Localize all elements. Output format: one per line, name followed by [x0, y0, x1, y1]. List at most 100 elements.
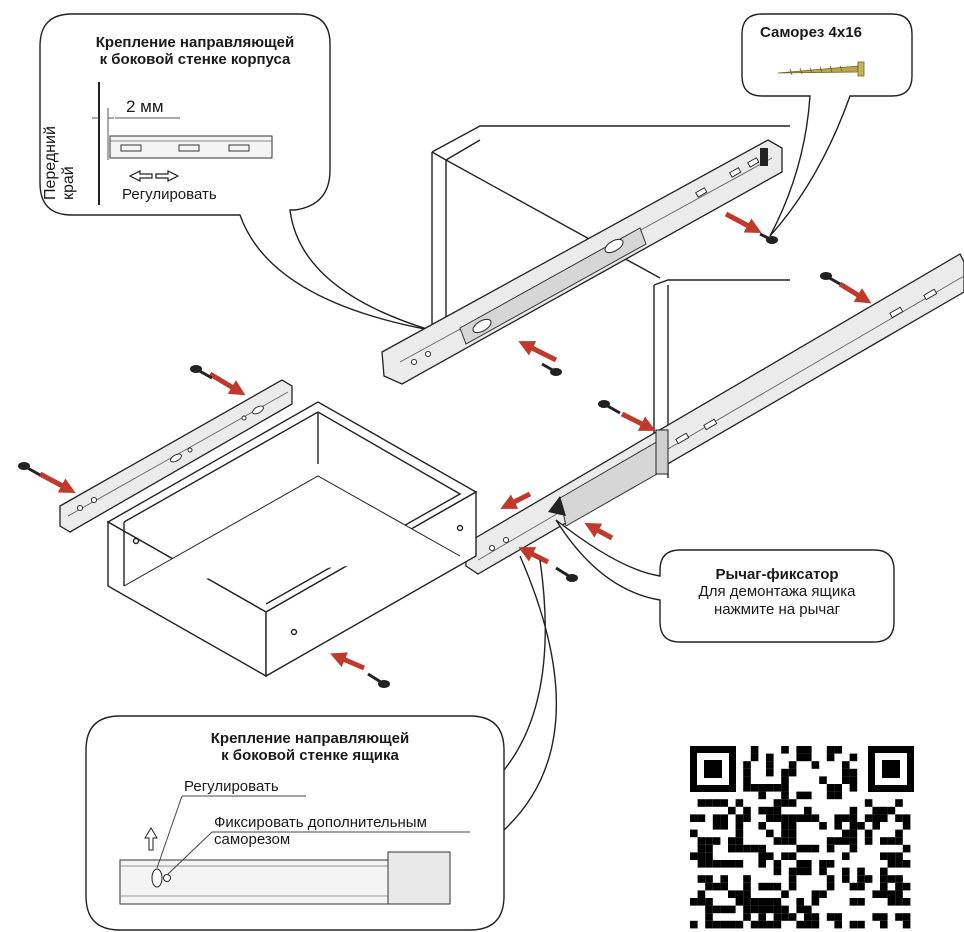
- qr-module: [705, 905, 713, 914]
- qr-module: [849, 837, 858, 845]
- qr-module: [773, 920, 782, 929]
- qr-module: [819, 890, 827, 898]
- qr-module: [796, 746, 804, 754]
- qr-module: [690, 852, 698, 860]
- qr-module: [728, 844, 736, 853]
- qr-module: [728, 905, 736, 914]
- qr-module: [728, 920, 736, 929]
- qr-module: [842, 814, 850, 822]
- qr-module: [880, 890, 888, 898]
- qr-module: [743, 806, 751, 815]
- qr-module: [773, 905, 782, 914]
- qr-module: [849, 829, 858, 838]
- qr-module: [773, 898, 782, 906]
- drawer-callout-title-line2: к боковой стенке ящика: [221, 747, 399, 765]
- qr-module: [758, 860, 766, 868]
- qr-module: [705, 913, 713, 921]
- qr-module: [705, 837, 713, 845]
- qr-module: [788, 799, 797, 807]
- qr-module: [720, 905, 728, 914]
- qr-module: [750, 746, 759, 754]
- qr-module: [705, 875, 713, 883]
- drawer-callout-title: Крепление направляющей к боковой стенке …: [150, 730, 470, 765]
- qr-module: [697, 799, 706, 807]
- qr-module: [887, 852, 896, 860]
- qr-module: [712, 837, 721, 845]
- qr-module: [720, 875, 728, 883]
- qr-module: [705, 799, 713, 807]
- qr-module: [796, 867, 804, 876]
- qr-module: [796, 753, 804, 762]
- qr-module: [849, 898, 858, 906]
- callout-lever-bubble: [555, 519, 895, 643]
- qr-module: [781, 768, 789, 777]
- qr-module: [728, 806, 736, 815]
- drawer-rail: [59, 379, 293, 533]
- qr-module: [712, 822, 721, 830]
- qr-module: [880, 920, 888, 929]
- qr-module: [712, 882, 721, 891]
- qr-module: [811, 920, 820, 929]
- qr-module: [895, 852, 903, 860]
- qr-module: [834, 814, 842, 822]
- qr-module: [796, 814, 804, 822]
- qr-module: [720, 882, 728, 891]
- qr-module: [834, 822, 842, 830]
- qr-module: [720, 822, 728, 830]
- qr-module: [697, 860, 706, 868]
- qr-module: [826, 753, 835, 762]
- qr-module: [880, 814, 888, 822]
- qr-module: [735, 898, 744, 906]
- qr-module: [857, 875, 865, 883]
- qr-module: [826, 844, 835, 853]
- lever-callout-line2: нажмите на рычаг: [713, 600, 841, 618]
- qr-module: [697, 890, 706, 898]
- qr-module: [826, 882, 835, 891]
- qr-module: [766, 898, 774, 906]
- qr-module: [819, 822, 827, 830]
- qr-module: [750, 905, 759, 914]
- qr-module: [902, 913, 911, 921]
- qr-module: [880, 913, 888, 921]
- qr-module: [788, 837, 797, 845]
- lever-callout-line1: Для демонтажа ящика: [698, 583, 856, 601]
- qr-module: [743, 761, 751, 769]
- front-edge-label: Передний край: [42, 126, 79, 200]
- qr-module: [758, 806, 766, 815]
- qr-module: [811, 913, 820, 921]
- qr-module: [781, 784, 789, 792]
- qr-module: [788, 761, 797, 769]
- drawer-adjust-label: Регулировать: [184, 778, 279, 795]
- drawer-callout-title-line1: Крепление направляющей: [210, 730, 410, 747]
- qr-module: [834, 791, 842, 800]
- qr-module: [743, 875, 751, 883]
- screw-callout-title: Саморез 4x16: [760, 24, 862, 41]
- qr-module: [895, 913, 903, 921]
- qr-module: [902, 920, 911, 929]
- qr-module: [857, 822, 865, 830]
- drawer-box: [106, 401, 478, 678]
- qr-module: [804, 867, 812, 876]
- qr-module: [826, 913, 835, 921]
- adjust-arrows-icon: [128, 170, 180, 182]
- callout-screw-bubble: [741, 13, 913, 237]
- qr-module: [864, 829, 873, 838]
- qr-module: [880, 882, 888, 891]
- qr-module: [796, 791, 804, 800]
- rail-slot-marks: [120, 144, 250, 152]
- qr-module: [697, 898, 706, 906]
- qr-module: [834, 837, 842, 845]
- qr-module: [781, 913, 789, 921]
- qr-module: [819, 860, 827, 868]
- qr-module: [864, 814, 873, 822]
- qr-module: [895, 799, 903, 807]
- qr-module: [773, 814, 782, 822]
- install-arrows: [38, 211, 872, 671]
- drawer-fix-line1: Фиксировать дополнительным: [214, 814, 427, 831]
- qr-module: [872, 814, 880, 822]
- qr-module: [842, 829, 850, 838]
- qr-module: [743, 784, 751, 792]
- qr-module: [788, 852, 797, 860]
- qr-module: [766, 806, 774, 815]
